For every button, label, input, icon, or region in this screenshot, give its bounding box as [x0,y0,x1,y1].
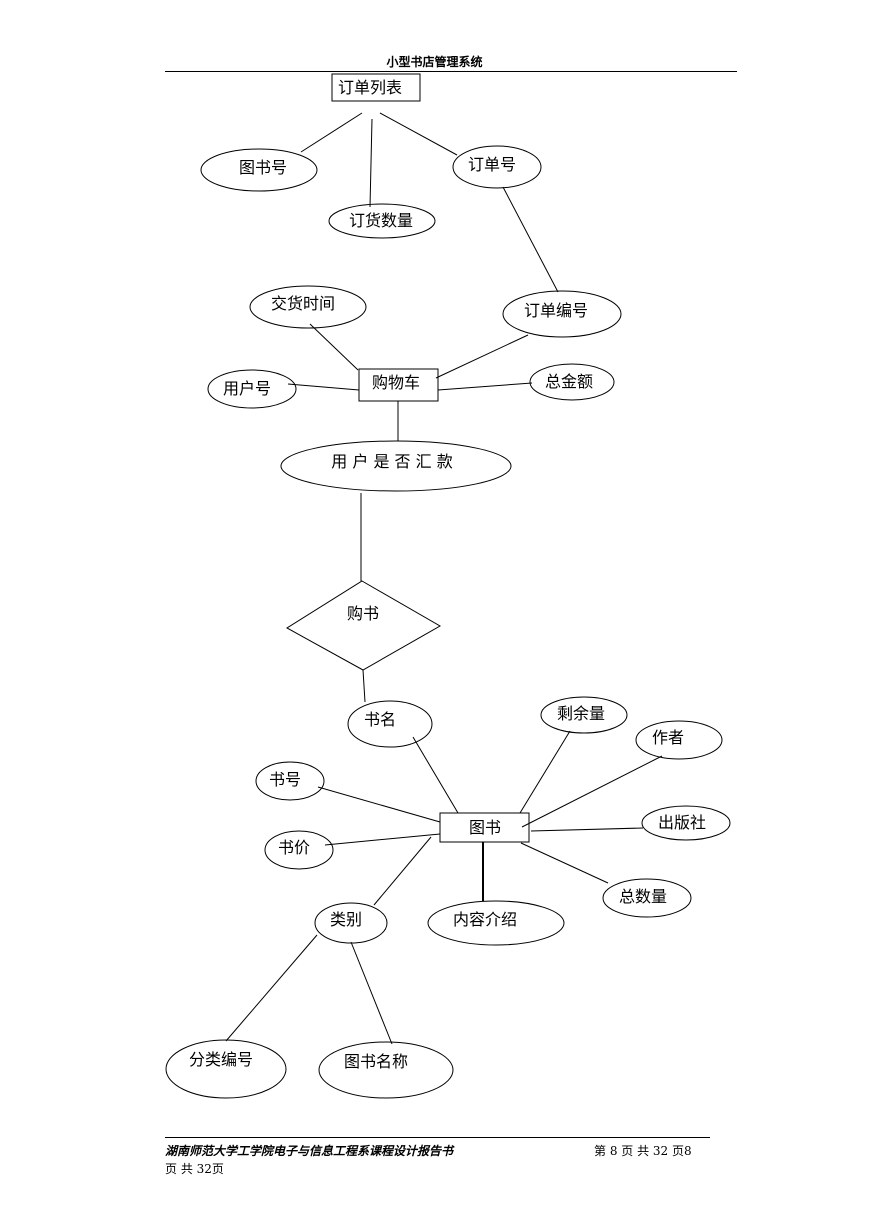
edge-totalqty-book [520,842,609,884]
edge-buy-title [362,669,366,703]
edge-price-book [324,833,441,846]
attr-delivery-time-label: 交货时间 [271,294,335,313]
attr-book-no-label: 图书号 [239,158,287,177]
edge-category-categoryno [225,934,318,1042]
entity-order-list-label: 订单列表 [338,78,402,97]
entity-book [439,812,530,843]
edge-category-book [373,836,432,906]
attr-price [264,830,334,870]
attr-order-id [502,290,622,338]
attr-book-name-label: 图书名称 [344,1052,408,1071]
attr-user-no-label: 用户号 [223,379,271,398]
attr-isbn [255,761,325,801]
attr-category [314,902,388,944]
footer-page-continuation: 页 共 32页 [165,1162,224,1176]
attr-category-no-label: 分类编号 [189,1050,253,1069]
edge-orderlist-bookno [300,112,363,153]
relationship-buy [286,580,442,671]
attr-author-label: 作者 [652,728,684,747]
edge-publisher-book [530,827,644,832]
attr-book-name [318,1041,454,1099]
attr-publisher-label: 出版社 [658,813,706,832]
attr-price-label: 书价 [278,838,310,857]
footer-rule [165,1137,710,1138]
attr-isbn-label: 书号 [269,770,301,789]
edge-author-book [521,755,663,828]
entity-book-label: 图书 [469,818,501,837]
edge-orderno-orderid [502,186,559,293]
attr-title [347,700,433,748]
attr-total-amount [529,363,615,401]
attr-publisher [641,805,731,841]
edge-orderlist-qty [369,118,373,208]
attr-total-qty [602,878,692,918]
footer-page-number: 第 8 页 共 32 页8 [594,1144,692,1158]
edge-isbn-book [317,786,441,823]
attr-total-qty-label: 总数量 [619,887,667,906]
edge-remaining-book [519,730,571,814]
entity-order-list [331,73,421,102]
attr-order-no [452,145,542,189]
header-rule [165,71,737,72]
attr-order-no-label: 订单号 [468,155,516,174]
attr-description [427,900,565,946]
edge-title-book [412,736,459,814]
attr-remaining-label: 剩余量 [557,704,605,723]
entity-cart-label: 购物车 [372,373,420,392]
attr-user-paid [280,440,512,492]
attr-order-qty-label: 订货数量 [349,211,413,230]
attr-user-no [207,369,297,409]
attr-total-amount-label: 总金额 [545,372,593,391]
attr-order-id-label: 订单编号 [524,301,588,320]
attr-book-no [200,148,318,192]
attr-remaining [540,696,628,734]
page-header-title: 小型书店管理系统 [386,55,483,69]
edge-cart-total [437,382,533,391]
edge-category-bookname [350,941,393,1045]
relationship-buy-label: 购书 [347,604,379,623]
attr-description-label: 内容介绍 [453,910,517,929]
edge-orderlist-orderno [379,112,458,156]
attr-category-no [165,1039,287,1099]
attr-category-label: 类别 [330,910,362,929]
edge-cart-orderid [435,334,529,379]
footer-report-title: 湖南师范大学工学院电子与信息工程系课程设计报告书 [165,1144,454,1158]
attr-order-qty [328,203,436,239]
attr-user-paid-label: 用 户 是 否 汇 款 [331,452,452,471]
attr-delivery-time [249,285,367,329]
edge-cart-userno [287,383,360,391]
attr-title-label: 书名 [364,710,396,729]
edge-cart-delivery [309,323,359,371]
attr-author [635,720,723,760]
entity-cart [358,368,439,402]
